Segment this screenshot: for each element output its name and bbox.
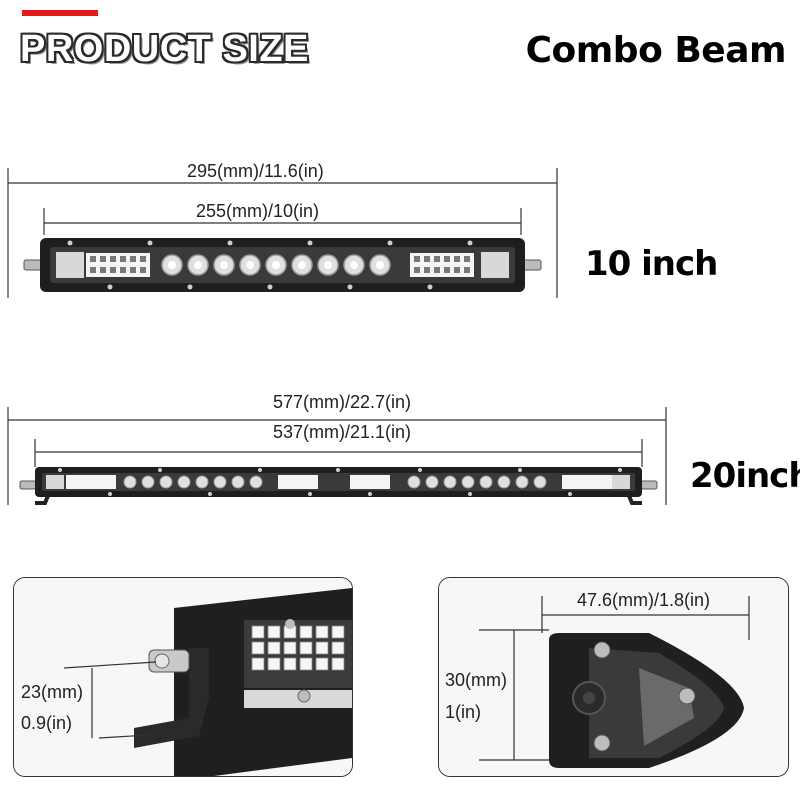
bar-20-body-length: 537(mm)/21.1(in) [273,422,412,442]
bar-10-size-label: 10 inch [585,244,718,284]
bar-20-diagram [7,407,667,505]
bar-10-overall-length: 295(mm)/11.6(in) [187,161,324,181]
body-length-dimension [43,208,522,235]
light-bar-10 [23,238,542,292]
overall-length-dimension [7,168,558,298]
height-dimension [63,661,157,739]
profile-detail-illustration [439,578,788,776]
side-detail-illustration [14,578,352,776]
accent-bar [22,10,98,16]
profile-height-mm: 30(mm) [445,670,507,690]
body-length-dimension [34,439,643,467]
page-title: PRODUCT SIZE [20,28,309,70]
profile-detail-panel: 47.6(mm)/1.8(in) 30(mm) 1(in) [438,577,789,777]
height-dimension [479,629,549,761]
side-detail-panel: 23(mm) 0.9(in) [13,577,353,777]
bar-20-size-label: 20inch [690,456,800,496]
profile-height-in: 1(in) [445,702,482,722]
bar-20-overall-length: 577(mm)/22.7(in) [273,392,412,412]
bar-10-body-length: 255(mm)/10(in) [196,201,320,221]
width-dimension [541,596,750,640]
bar-10-diagram [7,168,558,298]
side-height-in: 0.9(in) [21,713,73,733]
light-bar-20 [19,467,658,505]
overall-length-dimension [7,407,667,505]
profile-width: 47.6(mm)/1.8(in) [577,590,711,610]
side-height-mm: 23(mm) [21,682,83,702]
beam-type-label: Combo Beam [525,30,787,71]
